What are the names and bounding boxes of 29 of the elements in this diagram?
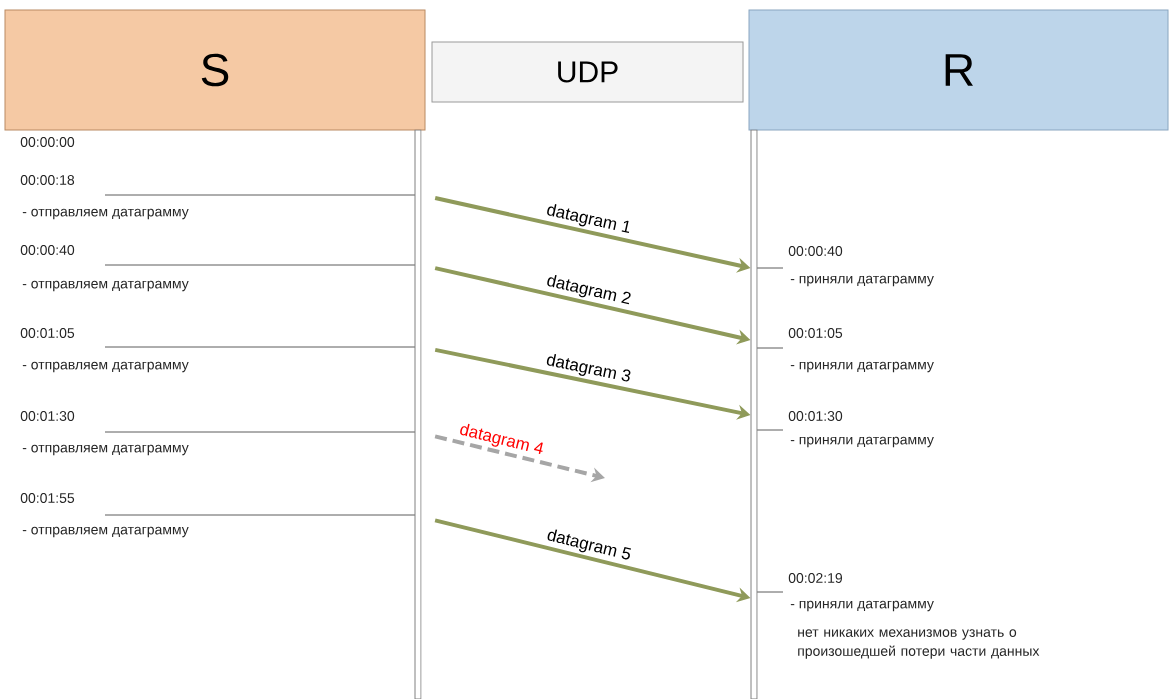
timestamp: 00:01:05 bbox=[788, 328, 843, 338]
participant-box: R bbox=[748, 9, 1169, 131]
note-text: - отправляем датаграмму bbox=[22, 280, 189, 292]
timestamp: 00:01:05 bbox=[20, 328, 75, 338]
timestamp: 00:00:40 bbox=[20, 245, 75, 255]
lifeline bbox=[750, 129, 758, 699]
note-text: - отправляем датаграмму bbox=[22, 444, 189, 456]
edge-label: datagram 1 bbox=[547, 204, 630, 234]
edge-label: datagram 4 bbox=[460, 423, 543, 455]
timestamp: 00:01:55 bbox=[20, 493, 75, 503]
note-text: - приняли датаграмму bbox=[790, 361, 934, 373]
note-text: - приняли датаграмму bbox=[790, 600, 934, 612]
note-text: - приняли датаграмму bbox=[790, 436, 934, 448]
note-text: - отправляем датаграмму bbox=[22, 526, 189, 538]
timestamp: 00:02:19 bbox=[788, 573, 843, 583]
note-text: - отправляем датаграмму bbox=[22, 208, 189, 220]
timestamp: 00:01:30 bbox=[20, 411, 75, 421]
edge-label: datagram 2 bbox=[547, 274, 631, 305]
edge-label: datagram 5 bbox=[547, 529, 631, 560]
note-text: - приняли датаграмму bbox=[790, 275, 934, 287]
note-text: - отправляем датаграмму bbox=[22, 361, 189, 373]
timestamp: 00:00:40 bbox=[788, 246, 843, 256]
edge-label: datagram 3 bbox=[546, 354, 631, 382]
note-text: нет никаких механизмов узнать о произошедшей потери части данных bbox=[798, 629, 1040, 659]
lifeline bbox=[414, 129, 422, 699]
timestamp: 00:01:30 bbox=[788, 411, 843, 421]
participant-box: S bbox=[4, 9, 426, 131]
timestamp: 00:00:18 bbox=[20, 175, 75, 185]
protocol-box: UDP bbox=[431, 41, 744, 103]
